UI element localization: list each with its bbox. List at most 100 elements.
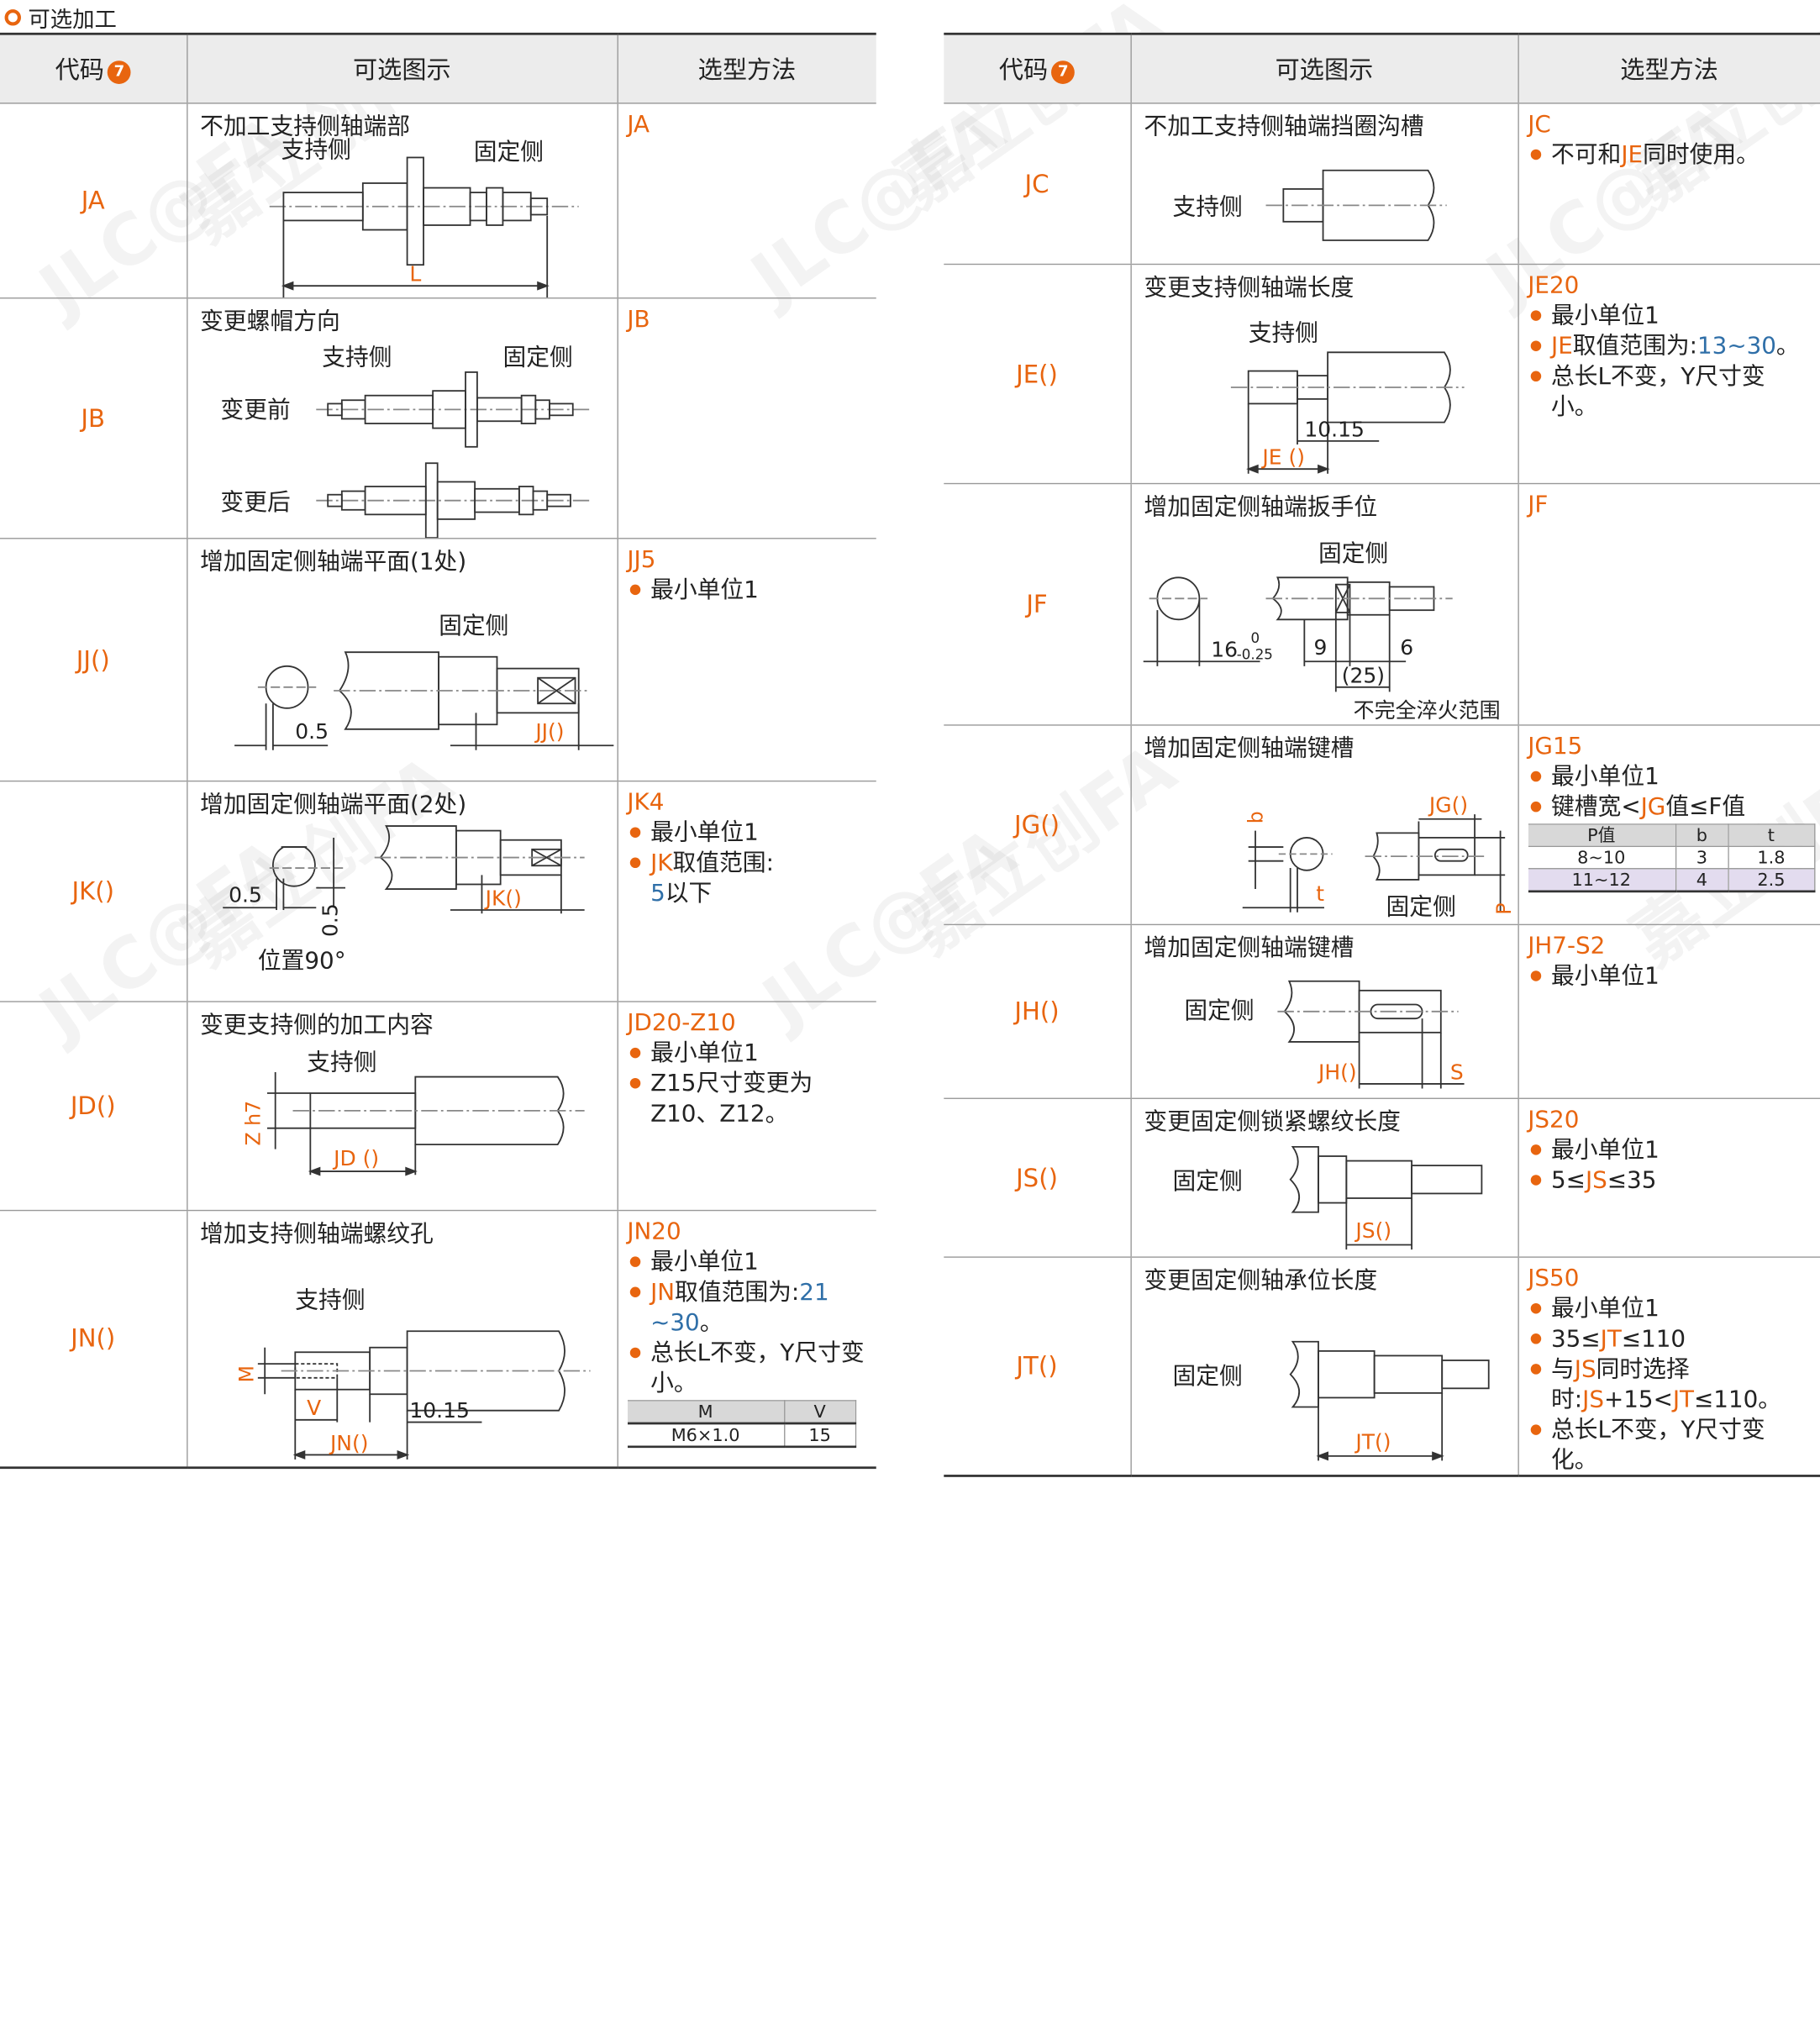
dim-code: JK() xyxy=(483,886,521,910)
table-row: JH() 增加固定侧轴端键槽 固定侧 xyxy=(944,924,1820,1099)
label-fixed: 固定侧 xyxy=(438,612,508,639)
diagram-title: 变更固定侧锁紧螺纹长度 xyxy=(1144,1107,1401,1136)
bullet: 总长L不变，Y尺寸变小。 xyxy=(627,1337,866,1397)
method-cell: JN20 最小单位1 JN取值范围为:21 ~30。 总长L不变，Y尺寸变小。 … xyxy=(616,1210,876,1469)
dim-16: 16 xyxy=(1211,638,1238,662)
sel-code: JC xyxy=(1528,109,1551,138)
method-cell: JD20-Z10 最小单位1 Z15尺寸变更为Z10、Z12。 xyxy=(616,1002,876,1212)
sel-code: JJ5 xyxy=(627,544,656,573)
method-cell: JC 不可和JE同时使用。 xyxy=(1517,103,1820,266)
method-cell: JS50 最小单位1 35≤JT≤110 与JS同时选择时:JS+15<JT≤1… xyxy=(1517,1257,1820,1477)
diagram-cell: 增加支持侧轴端螺纹孔 xyxy=(186,1210,618,1469)
bullet: 总长L不变，Y尺寸变小。 xyxy=(1528,360,1811,421)
dim-05: 0.5 xyxy=(295,719,329,744)
diagram-jt: 固定侧 JT() xyxy=(1131,1300,1518,1475)
bullet-note: 不可和JE同时使用。 xyxy=(1528,139,1811,169)
sel-code: JA xyxy=(627,109,650,138)
diagram-cell: 变更支持侧轴端长度 xyxy=(1129,264,1518,485)
diagram-jd: 支持侧 Z h7 JD () xyxy=(187,1037,617,1209)
label-fixed: 固定侧 xyxy=(1172,1167,1242,1195)
label-pos: 位置90° xyxy=(257,946,345,974)
diagram-title: 增加支持侧轴端螺纹孔 xyxy=(200,1218,434,1248)
diagram-cell: 增加固定侧轴端键槽 xyxy=(1129,724,1518,926)
table-row: JE() 变更支持侧轴端长度 xyxy=(944,264,1820,485)
table-row: JD() 变更支持侧的加工内容 xyxy=(0,1002,876,1212)
bullet: 最小单位1 xyxy=(1528,760,1811,791)
label-fixed: 固定侧 xyxy=(502,344,572,371)
diagram-jj: 固定侧 0.5 JJ() xyxy=(187,576,617,781)
diagram-ja: 支持侧 固定侧 L xyxy=(187,134,617,298)
bullet-range: JN取值范围为:21 ~30。 xyxy=(627,1276,866,1337)
dim-tol-up: 0 xyxy=(1250,630,1260,646)
table-row: JJ() 增加固定侧轴端平面(1处) xyxy=(0,538,876,782)
dim-t: t xyxy=(1316,881,1324,906)
diagram-jf: 固定侧 16 0 -0.25 9 6 (25) 不完全淬火范围 xyxy=(1131,517,1518,724)
sel-code: JE20 xyxy=(1528,271,1580,299)
dim-s: S xyxy=(1449,1060,1463,1084)
dim-code: JE () xyxy=(1260,445,1305,470)
diagram-jh: 固定侧 JH() S xyxy=(1131,958,1518,1098)
diagram-cell: 增加固定侧轴端键槽 固定侧 JH() xyxy=(1129,924,1518,1099)
label-support: 支持侧 xyxy=(306,1048,376,1076)
row-code: JH() xyxy=(944,924,1131,1099)
diagram-title: 不加工支持侧轴端挡圈沟槽 xyxy=(1144,112,1424,140)
diagram-je: 支持侧 10.15 JE () xyxy=(1131,298,1518,482)
dim-p: P xyxy=(1491,902,1515,914)
method-cell: JF xyxy=(1517,483,1820,726)
method-cell: JA xyxy=(616,103,876,299)
label-support: 支持侧 xyxy=(1172,192,1242,220)
diagram-cell: 增加固定侧轴端扳手位 xyxy=(1129,483,1518,726)
badge-7: 7 xyxy=(1051,60,1076,84)
method-cell: JS20 最小单位1 5≤JS≤35 xyxy=(1517,1098,1820,1258)
label-support: 支持侧 xyxy=(1248,318,1318,346)
bullet: 总长L不变，Y尺寸变化。 xyxy=(1528,1414,1811,1475)
bullet: 最小单位1 xyxy=(1528,960,1811,991)
row-code: JJ() xyxy=(0,538,187,782)
table-row: JS() 变更固定侧锁紧螺纹长度 固定侧 JS() xyxy=(944,1098,1820,1258)
bullet: Z15尺寸变更为Z10、Z12。 xyxy=(627,1067,866,1128)
diagram-title: 变更支持侧的加工内容 xyxy=(200,1010,434,1039)
dim-25: (25) xyxy=(1341,663,1384,687)
dim-code: JT() xyxy=(1354,1430,1391,1454)
label-fixed: 固定侧 xyxy=(1184,997,1254,1024)
bullet-cond: 35≤JT≤110 xyxy=(1528,1323,1811,1354)
table-row: JN() 增加支持侧轴端螺纹孔 xyxy=(0,1210,876,1469)
bullet-combo: 与JS同时选择时:JS+15<JT≤110。 xyxy=(1528,1354,1811,1414)
label-support: 支持侧 xyxy=(322,344,392,371)
dim-code: JS() xyxy=(1354,1218,1391,1243)
dim-z: Z h7 xyxy=(241,1101,265,1146)
sel-code: JK4 xyxy=(627,787,665,816)
diagram-cell: 变更固定侧轴承位长度 固定侧 JT() xyxy=(1129,1257,1518,1477)
diagram-title: 变更支持侧轴端长度 xyxy=(1144,272,1354,302)
dim1: 0.5 xyxy=(228,882,261,907)
diagram-jb: 支持侧 固定侧 变更前 变更后 xyxy=(187,333,617,539)
diagram-jc: 支持侧 xyxy=(1131,138,1518,264)
label-before: 变更前 xyxy=(220,396,290,423)
label-support: 支持侧 xyxy=(281,135,350,163)
row-code: JS() xyxy=(944,1098,1131,1258)
sel-code: JD20-Z10 xyxy=(627,1007,736,1036)
dim-9: 9 xyxy=(1313,635,1327,660)
diagram-title: 增加固定侧轴端平面(1处) xyxy=(200,547,467,576)
dim-code: JG() xyxy=(1427,792,1467,817)
table-row: JF 增加固定侧轴端扳手位 xyxy=(944,483,1820,726)
dim-code: JH() xyxy=(1316,1060,1356,1084)
label-fixed: 固定侧 xyxy=(1318,539,1387,567)
dim-code: JJ() xyxy=(534,719,564,744)
row-code: JE() xyxy=(944,264,1131,485)
col-method: 选型方法 xyxy=(1517,32,1820,104)
diagram-title: 增加固定侧轴端键槽 xyxy=(1144,734,1354,762)
label-fixed: 固定侧 xyxy=(473,138,543,166)
row-code: JA xyxy=(0,103,187,299)
dim-len: 10.15 xyxy=(1304,417,1365,441)
method-cell: JK4 最小单位1 JK取值范围:5以下 xyxy=(616,781,876,1002)
method-cell: JB xyxy=(616,297,876,539)
